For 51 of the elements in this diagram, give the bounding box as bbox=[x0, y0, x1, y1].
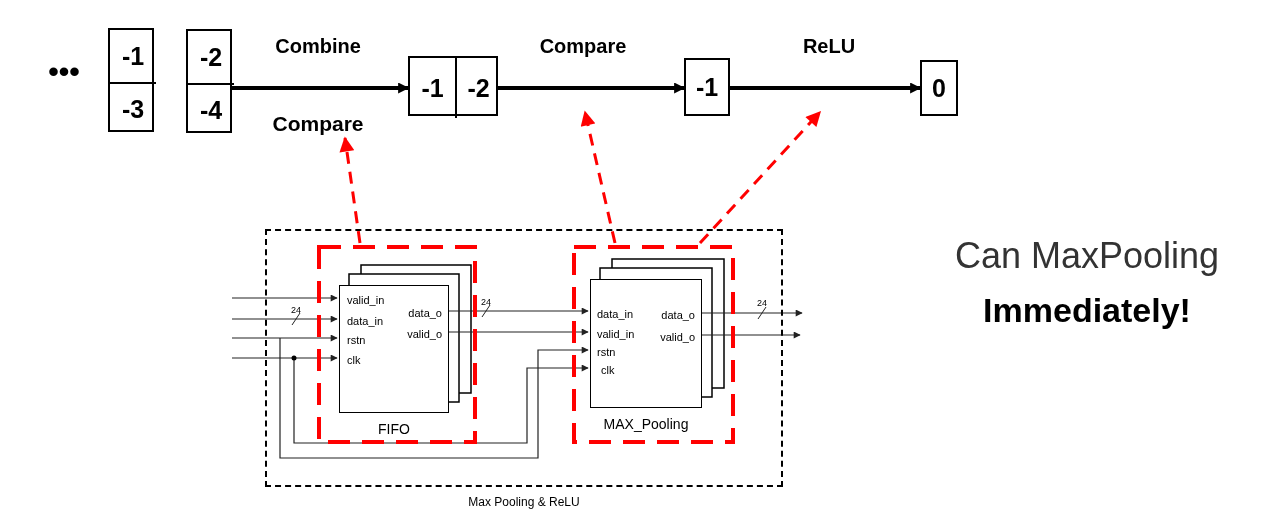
number-text: -2 bbox=[467, 75, 490, 101]
operation-text: Compare bbox=[272, 112, 364, 134]
highlight-box bbox=[572, 245, 735, 444]
port-name: data_in bbox=[347, 316, 384, 327]
ellipsis: ••• bbox=[48, 57, 80, 87]
signal-line bbox=[231, 334, 338, 342]
port-name: clk bbox=[601, 365, 615, 376]
port-name: valid_o bbox=[407, 329, 442, 340]
number-text: -1 bbox=[695, 74, 719, 100]
signal-line bbox=[231, 315, 338, 323]
arrow bbox=[730, 82, 922, 94]
operation-text: Combine bbox=[275, 36, 361, 56]
port-name: clk bbox=[347, 355, 361, 366]
port-name: rstn bbox=[347, 335, 366, 346]
bus-width-label: 24 bbox=[291, 305, 301, 315]
module-name: FIFO bbox=[378, 422, 410, 436]
number-cell bbox=[684, 58, 730, 116]
module-name: MAX_Pooling bbox=[603, 417, 689, 431]
signal-line bbox=[231, 294, 338, 302]
signal-line bbox=[231, 354, 338, 362]
number-text: -1 bbox=[421, 75, 444, 101]
highlight-arrow bbox=[580, 110, 617, 244]
number-column bbox=[108, 28, 154, 132]
highlight-arrow bbox=[339, 136, 362, 244]
operation-text: Compare bbox=[539, 36, 627, 56]
port-name: data_o bbox=[661, 310, 695, 321]
number-text: -1 bbox=[121, 43, 145, 69]
port-name: rstn bbox=[597, 347, 616, 358]
port-name: valid_o bbox=[660, 332, 695, 343]
highlight-arrow bbox=[698, 110, 822, 244]
signal-line bbox=[279, 337, 589, 459]
statement-text: Can MaxPooling bbox=[954, 238, 1220, 274]
arrow bbox=[232, 82, 410, 94]
operation-text: ReLU bbox=[802, 36, 856, 56]
bus-width-label: 24 bbox=[481, 297, 491, 307]
number-cell bbox=[920, 60, 958, 116]
number-text: 0 bbox=[932, 75, 946, 101]
number-text: -3 bbox=[121, 96, 145, 122]
arrow bbox=[498, 82, 686, 94]
number-column bbox=[186, 29, 232, 133]
port-name: valid_in bbox=[597, 329, 635, 340]
port-name: valid_in bbox=[347, 295, 385, 306]
number-text: -4 bbox=[199, 97, 223, 123]
module-caption: Max Pooling & ReLU bbox=[468, 496, 580, 508]
number-row bbox=[408, 56, 498, 116]
port-name: data_o bbox=[408, 308, 442, 319]
port-name: data_in bbox=[597, 309, 634, 320]
number-text: -2 bbox=[199, 44, 223, 70]
statement-text: Immediately! bbox=[983, 293, 1191, 327]
highlight-box bbox=[317, 245, 477, 444]
bus-width-label: 24 bbox=[757, 298, 767, 308]
